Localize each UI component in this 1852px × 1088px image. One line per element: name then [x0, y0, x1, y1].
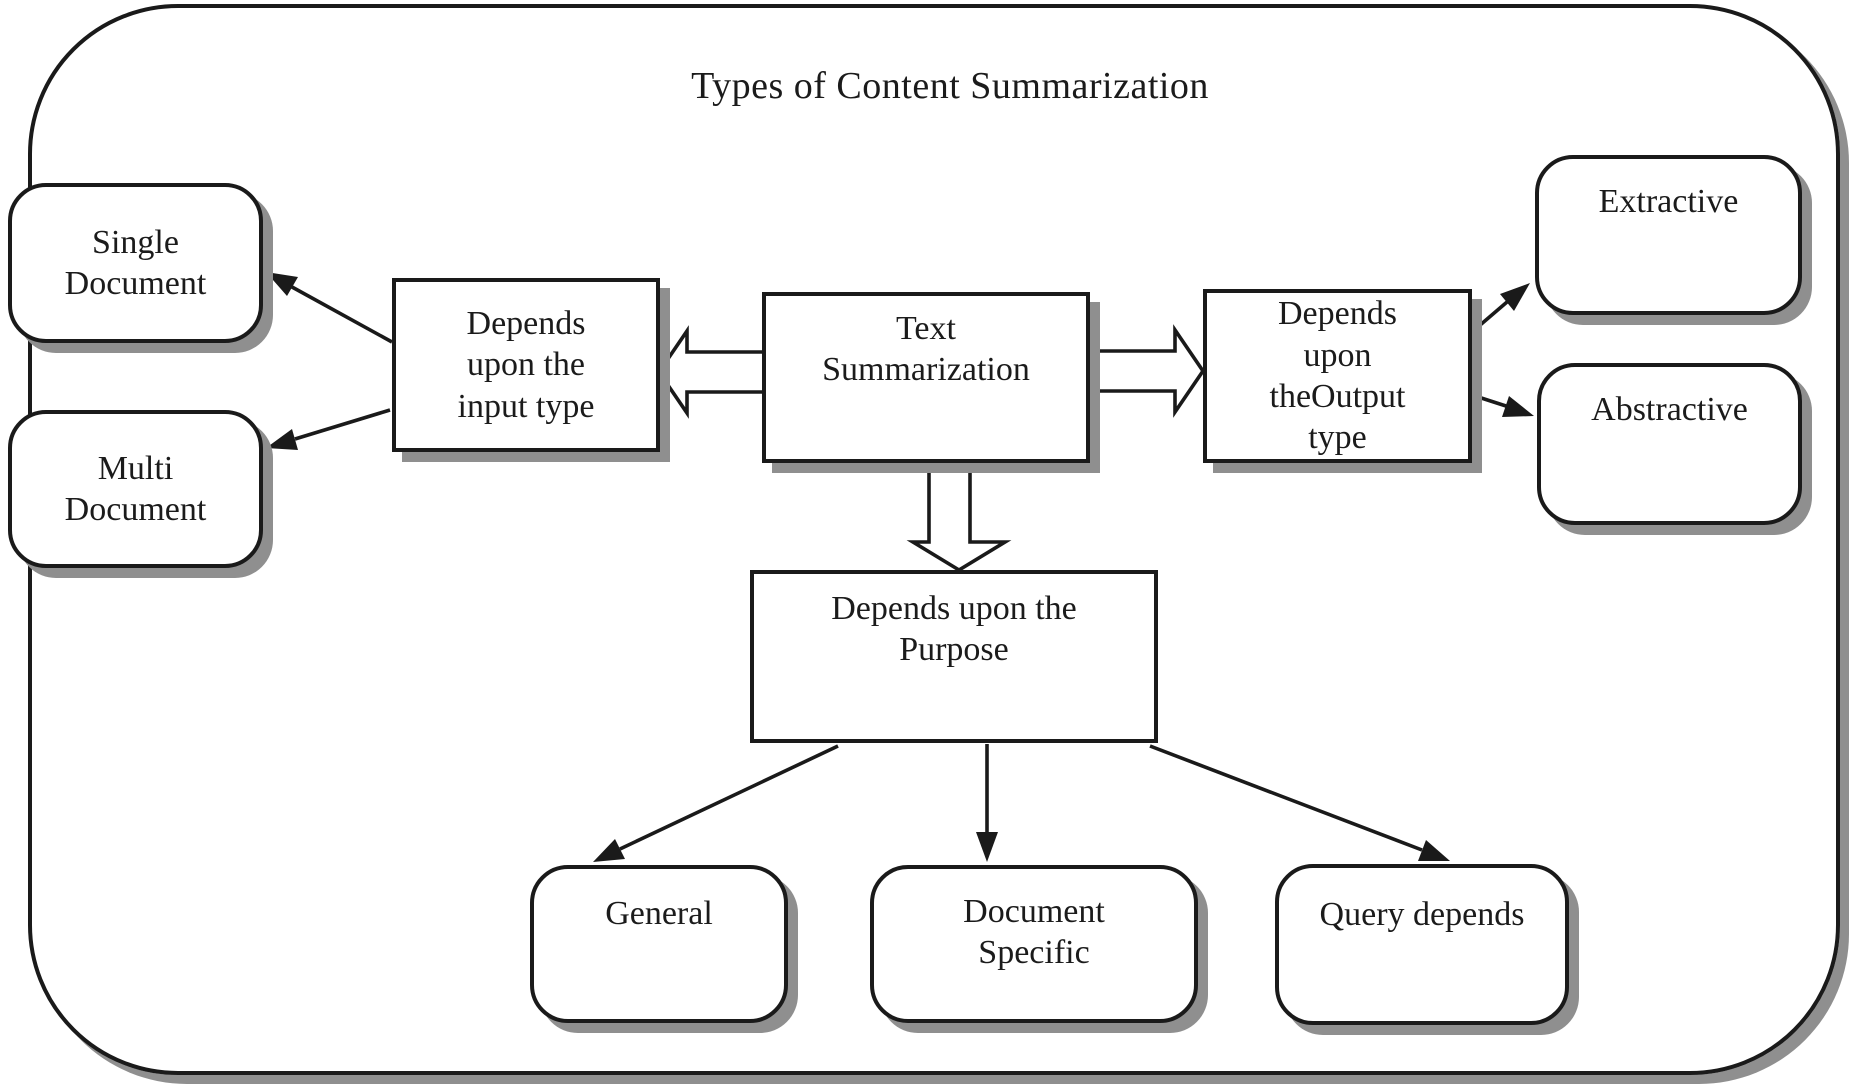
- node-text-summarization-label: Text Summarization: [822, 310, 1030, 389]
- arrow-purpose-to-query-depends: [1149, 744, 1450, 861]
- node-multi-document: Multi Document: [8, 410, 263, 568]
- node-query-depends-label: Query depends: [1319, 896, 1525, 933]
- arrow-purpose-to-general: [593, 744, 839, 862]
- node-single-document-label: Single Document: [64, 223, 207, 302]
- node-extractive: Extractive: [1535, 155, 1802, 315]
- arrow-summarization-to-output-type: [1084, 324, 1206, 418]
- node-abstractive-label: Abstractive: [1591, 391, 1748, 428]
- node-input-type: Depends upon the input type: [392, 278, 660, 452]
- node-text-summarization: Text Summarization: [762, 292, 1090, 463]
- arrow-summarization-to-input-type: [656, 325, 768, 419]
- arrow-input-type-to-single-document: [266, 272, 393, 344]
- node-multi-document-label: Multi Document: [64, 449, 207, 528]
- node-query-depends: Query depends: [1275, 864, 1569, 1025]
- node-single-document: Single Document: [8, 183, 263, 343]
- node-purpose-label: Depends upon the Purpose: [831, 590, 1077, 669]
- diagram-title: Types of Content Summarization: [691, 65, 1209, 107]
- node-output-type-label: Depends upon theOutput type: [1269, 295, 1406, 457]
- arrow-purpose-to-document-specific: [976, 744, 998, 862]
- node-extractive-label: Extractive: [1598, 183, 1739, 220]
- node-general-label: General: [605, 895, 713, 932]
- arrow-output-type-to-abstractive: [1471, 393, 1534, 417]
- node-output-type: Depends upon theOutput type: [1203, 289, 1472, 463]
- node-input-type-label: Depends upon the input type: [457, 304, 595, 425]
- arrow-output-type-to-extractive: [1470, 283, 1530, 334]
- node-purpose: Depends upon the Purpose: [750, 570, 1158, 743]
- node-document-specific: Document Specific: [870, 865, 1198, 1023]
- arrow-input-type-to-multi-document: [266, 408, 391, 450]
- arrow-summarization-to-purpose: [906, 453, 1012, 573]
- node-general: General: [530, 865, 788, 1023]
- node-abstractive: Abstractive: [1537, 363, 1802, 525]
- node-document-specific-label: Document Specific: [963, 893, 1105, 972]
